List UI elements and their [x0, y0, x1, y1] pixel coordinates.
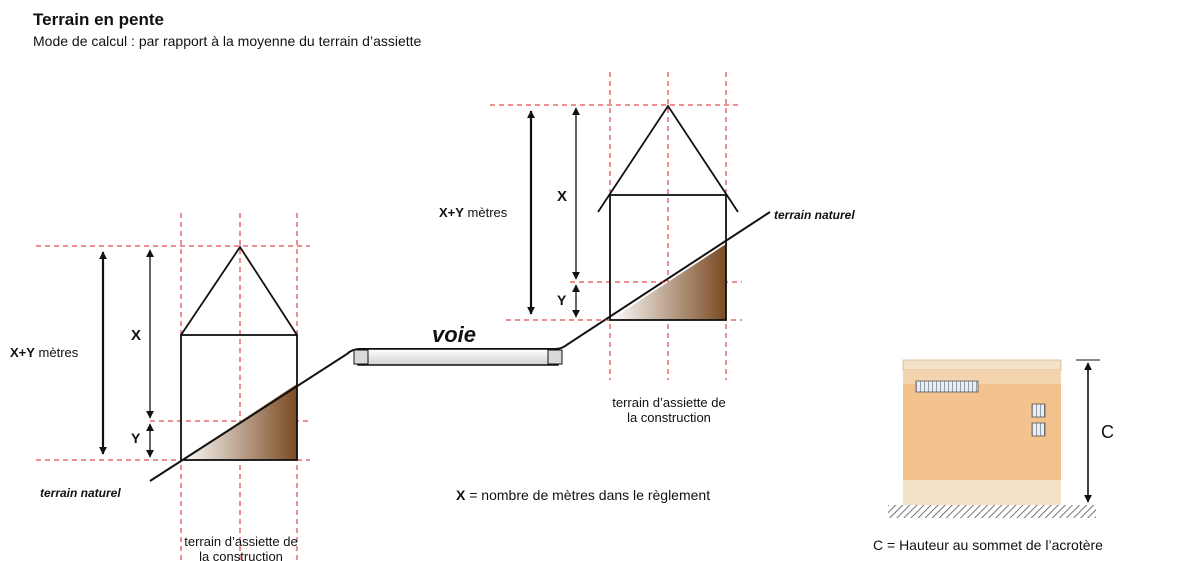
right-house-group: X+Y mètres X Y terrain naturel terrain d… — [439, 72, 855, 425]
vent-grille-small-1 — [1031, 403, 1046, 418]
left-house-walls — [180, 334, 298, 461]
page-subtitle: Mode de calcul : par rapport à la moyenn… — [33, 33, 422, 49]
left-house-roof — [180, 245, 298, 336]
right-assiette-line1: terrain d’assiette de — [612, 395, 725, 410]
right-x-label: X — [557, 188, 567, 205]
right-earth-wedge — [610, 244, 726, 320]
left-assiette-line1: terrain d’assiette de — [184, 534, 297, 549]
left-height-label: X+Y mètres — [10, 345, 79, 360]
right-house-roof — [597, 104, 739, 213]
building-second-band — [903, 370, 1061, 384]
ground-hatch — [888, 505, 1096, 518]
road-curb-right — [547, 349, 563, 365]
page-title: Terrain en pente — [33, 10, 164, 29]
left-y-label: Y — [131, 430, 141, 446]
left-earth-wedge — [181, 384, 297, 460]
road-label: voie — [432, 322, 476, 347]
left-assiette-line2: la construction — [199, 549, 283, 561]
building-base-band — [903, 480, 1061, 505]
left-terrain-label: terrain naturel — [40, 486, 121, 500]
vent-grille-long — [915, 380, 979, 393]
acrotere-illustration: C C = Hauteur au sommet de l’acrotère — [873, 359, 1114, 553]
right-guides — [490, 72, 742, 380]
vent-grille-small-2 — [1031, 422, 1046, 437]
right-assiette-line2: la construction — [627, 410, 711, 425]
road-curb-left — [353, 349, 369, 365]
c-label: C — [1101, 422, 1114, 442]
terrain-and-road: voie — [149, 211, 771, 482]
right-height-label: X+Y mètres — [439, 205, 508, 220]
right-terrain-label: terrain naturel — [774, 208, 855, 222]
right-y-label: Y — [557, 292, 567, 308]
x-legend: X = nombre de mètres dans le règlement — [456, 487, 710, 503]
left-x-label: X — [131, 327, 141, 344]
building-top-band — [902, 359, 1062, 371]
right-house-walls — [609, 194, 727, 321]
left-guides — [36, 213, 310, 561]
acrotere-caption: C = Hauteur au sommet de l’acrotère — [873, 537, 1103, 553]
left-house-group: X+Y mètres X Y terrain naturel terrain d… — [10, 213, 310, 561]
road-body — [357, 348, 559, 366]
